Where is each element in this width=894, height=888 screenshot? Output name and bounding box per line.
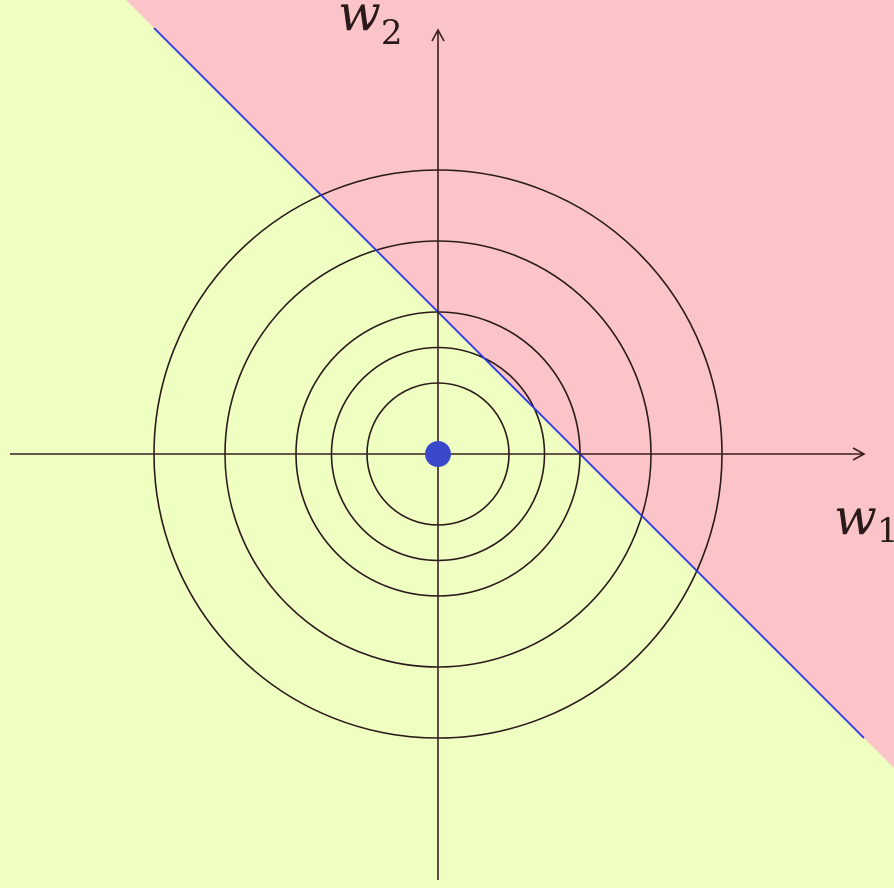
w2-axis-label: w2: [338, 0, 402, 53]
optimum-point: [425, 441, 451, 467]
w1-axis-label-subscript: 1: [877, 511, 894, 551]
w2-axis-label-base: w: [338, 0, 381, 42]
w2-axis-label-subscript: 2: [381, 13, 403, 53]
w1-axis-label: w1: [834, 488, 894, 551]
w1-axis-label-base: w: [834, 488, 877, 546]
constraint-line: [153, 27, 865, 739]
